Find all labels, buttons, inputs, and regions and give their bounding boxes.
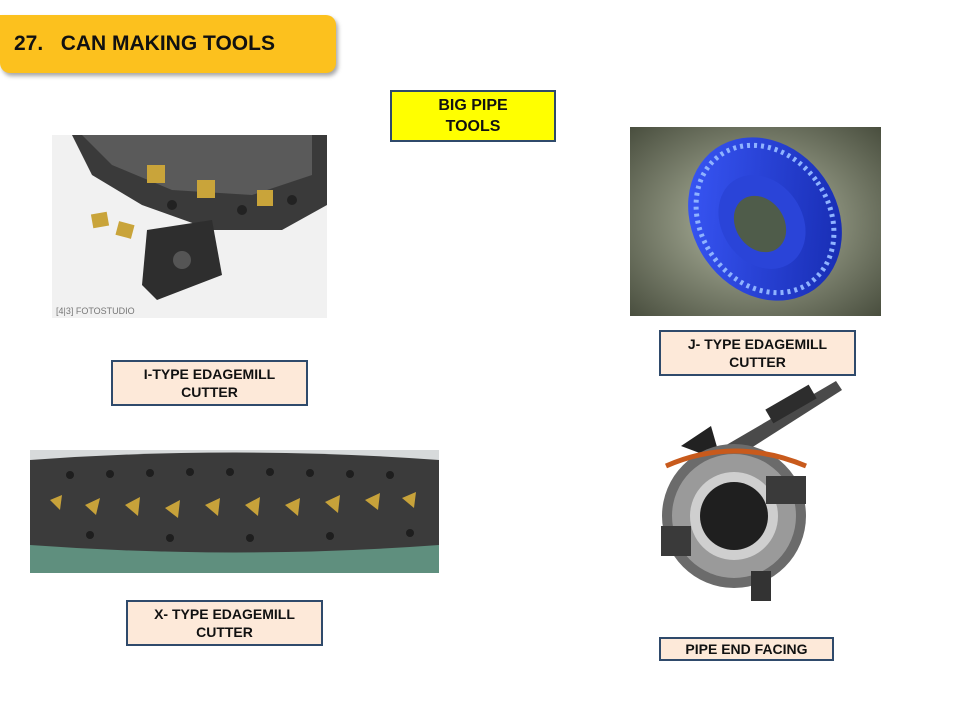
j-type-cutter-label: J- TYPE EDAGEMILL CUTTER	[659, 330, 856, 376]
pipe-end-facing-photo	[656, 376, 846, 611]
x-type-cutter-photo	[30, 450, 439, 573]
photo-watermark: [4|3] FOTOSTUDIO	[56, 306, 135, 316]
pipe-end-facing-label-text: PIPE END FACING	[685, 641, 808, 657]
category-label: BIG PIPE TOOLS	[438, 97, 508, 135]
x-type-cutter-label: X- TYPE EDAGEMILL CUTTER	[126, 600, 323, 646]
j-type-cutter-photo	[630, 127, 881, 316]
x-type-label-line2: CUTTER	[196, 624, 253, 640]
x-type-label-line1: X- TYPE EDAGEMILL	[154, 606, 295, 622]
slide-title: 27. CAN MAKING TOOLS	[14, 32, 275, 55]
j-type-label-line2: CUTTER	[729, 354, 786, 370]
slide-title-banner: 27. CAN MAKING TOOLS	[0, 15, 336, 73]
i-type-cutter-photo: [4|3] FOTOSTUDIO	[52, 135, 327, 318]
i-type-cutter-label: I-TYPE EDAGEMILL CUTTER	[111, 360, 308, 406]
i-type-label-line1: I-TYPE EDAGEMILL	[143, 366, 276, 382]
category-label-box: BIG PIPE TOOLS	[390, 90, 556, 142]
j-type-label-line1: J- TYPE EDAGEMILL	[687, 336, 828, 352]
pipe-end-facing-label: PIPE END FACING	[659, 637, 834, 661]
i-type-label-line2: CUTTER	[181, 384, 238, 400]
